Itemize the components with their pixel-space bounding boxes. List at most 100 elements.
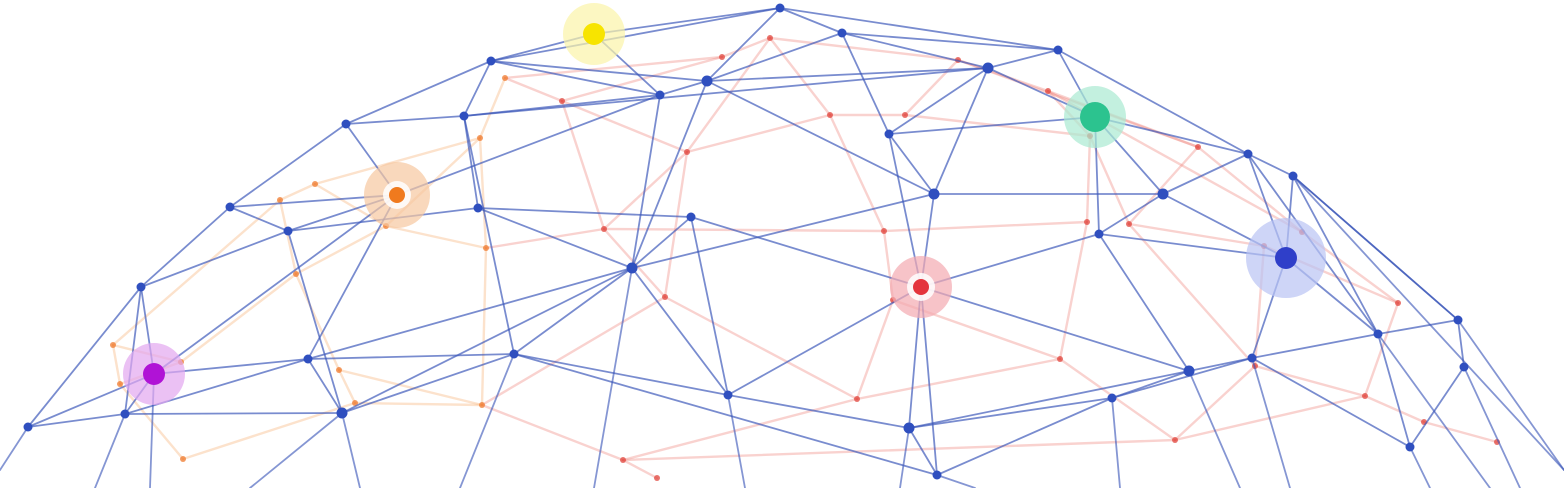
front-node <box>1247 353 1257 363</box>
front-edge <box>341 353 515 414</box>
front-edge <box>1162 153 1249 195</box>
back-edge <box>480 246 488 407</box>
back-edge <box>294 224 388 276</box>
back-node <box>902 112 908 118</box>
front-edge <box>631 216 692 269</box>
front-edge <box>888 133 935 195</box>
back-node <box>293 271 299 277</box>
front-edge <box>631 267 729 396</box>
front-edge <box>307 267 633 360</box>
front-node <box>120 409 130 419</box>
front-edge <box>490 60 708 82</box>
front-edge <box>459 353 515 488</box>
front-edge <box>463 67 989 117</box>
front-edge <box>1251 357 1291 488</box>
front-edge <box>463 60 492 117</box>
back-edge <box>1127 222 1266 248</box>
back-edge <box>685 36 772 154</box>
front-edge <box>631 193 935 269</box>
back-edge <box>353 401 484 407</box>
front-edge <box>1251 333 1379 359</box>
back-edge <box>602 227 886 233</box>
back-edge <box>855 298 895 401</box>
front-node <box>1053 45 1063 55</box>
green-node <box>1080 102 1110 132</box>
front-edge <box>908 397 1113 429</box>
front-node <box>459 111 469 121</box>
front-node <box>283 226 293 236</box>
front-edge <box>593 267 633 488</box>
back-node <box>601 226 607 232</box>
front-edge <box>936 397 1113 476</box>
front-edge <box>307 358 343 414</box>
front-edge <box>1098 193 1164 235</box>
back-node <box>352 400 358 406</box>
back-node <box>620 457 626 463</box>
front-edge <box>1377 319 1459 335</box>
front-edge <box>987 49 1059 69</box>
back-node <box>559 98 565 104</box>
front-edge <box>841 32 1059 51</box>
back-edge <box>560 99 606 231</box>
front-edge <box>1098 233 1190 372</box>
front-edge <box>727 394 746 488</box>
back-edge <box>1127 145 1200 226</box>
front-edge <box>1188 370 1241 488</box>
front-node <box>1288 171 1298 181</box>
front-node <box>626 262 638 274</box>
back-node <box>881 228 887 234</box>
front-edge <box>1111 370 1190 399</box>
back-node <box>180 456 186 462</box>
back-edge <box>621 438 1177 462</box>
back-node <box>1195 144 1201 150</box>
front-edge <box>27 286 142 428</box>
front-edge <box>1247 153 1294 177</box>
back-node <box>1362 393 1368 399</box>
front-edge <box>1463 366 1521 488</box>
back-node <box>502 75 508 81</box>
back-edge <box>337 368 357 405</box>
front-edge <box>631 80 708 269</box>
front-edge <box>1457 319 1564 471</box>
front-node <box>903 422 915 434</box>
front-edge <box>153 194 398 375</box>
back-edge <box>478 76 507 140</box>
back-node <box>312 181 318 187</box>
front-node <box>1094 229 1104 239</box>
back-edge <box>278 198 298 276</box>
front-edge <box>477 207 633 269</box>
front-node <box>982 62 994 74</box>
back-edge <box>621 458 659 480</box>
front-edge <box>936 474 976 488</box>
front-node <box>686 212 696 222</box>
back-edge <box>484 227 606 250</box>
back-node <box>662 294 668 300</box>
back-edge <box>621 397 859 462</box>
front-edge <box>287 230 343 414</box>
front-node <box>336 407 348 419</box>
back-edge <box>480 295 667 407</box>
back-edge <box>720 36 772 59</box>
front-edge <box>229 123 347 208</box>
front-node <box>884 129 894 139</box>
back-edge <box>181 401 357 461</box>
back-edge <box>313 182 388 228</box>
front-edge <box>396 94 661 196</box>
back-node <box>654 475 660 481</box>
front-node <box>1183 365 1195 377</box>
back-edge <box>855 357 1062 401</box>
front-node <box>1405 442 1415 452</box>
back-edge <box>560 99 689 154</box>
front-edge <box>899 427 910 488</box>
back-node <box>719 54 725 60</box>
front-edge <box>841 32 989 69</box>
back-edge <box>1058 357 1177 442</box>
back-edge <box>278 182 317 202</box>
back-node <box>684 149 690 155</box>
front-edge <box>229 206 289 232</box>
front-edge <box>1111 397 1121 488</box>
front-edge <box>513 353 938 476</box>
front-edge <box>490 60 661 96</box>
front-node <box>486 56 496 66</box>
back-node <box>1172 437 1178 443</box>
